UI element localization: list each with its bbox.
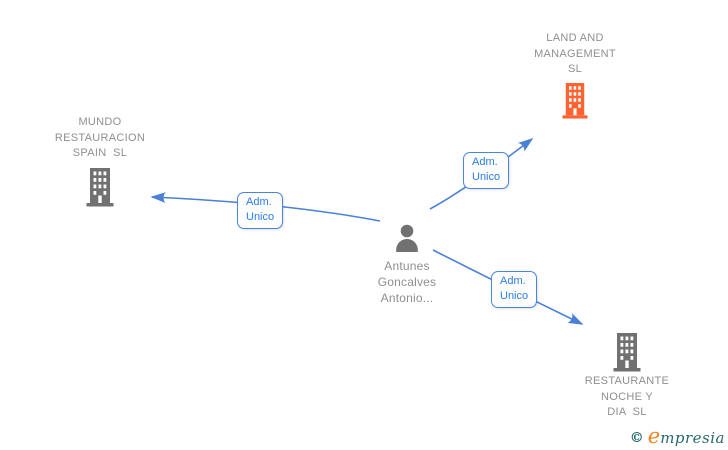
brand-initial: e <box>647 424 661 448</box>
person-label: Antunes Goncalves Antonio... <box>377 259 437 305</box>
edge-label-adm-unico-restaurante[interactable]: Adm. Unico <box>491 271 537 308</box>
building-icon[interactable] <box>613 333 641 377</box>
company-label-mundo-restauracion: MUNDO RESTAURACION SPAIN SL <box>54 116 146 159</box>
building-icon[interactable] <box>86 168 114 212</box>
company-label-restaurante-noche-y-dia: RESTAURANTE NOCHE Y DIA SL <box>584 375 670 418</box>
edge-label-adm-unico-mundo[interactable]: Adm. Unico <box>237 192 283 229</box>
company-label-land-and-management: LAND AND MANAGEMENT SL <box>534 32 616 75</box>
copyright-icon: © <box>629 430 644 446</box>
edge-label-adm-unico-land[interactable]: Adm. Unico <box>463 152 509 189</box>
empresia-logo[interactable]: ©empresia <box>630 424 725 448</box>
building-icon[interactable] <box>562 83 589 124</box>
brand-name: mpresia <box>660 429 725 447</box>
person-icon[interactable] <box>393 224 421 257</box>
